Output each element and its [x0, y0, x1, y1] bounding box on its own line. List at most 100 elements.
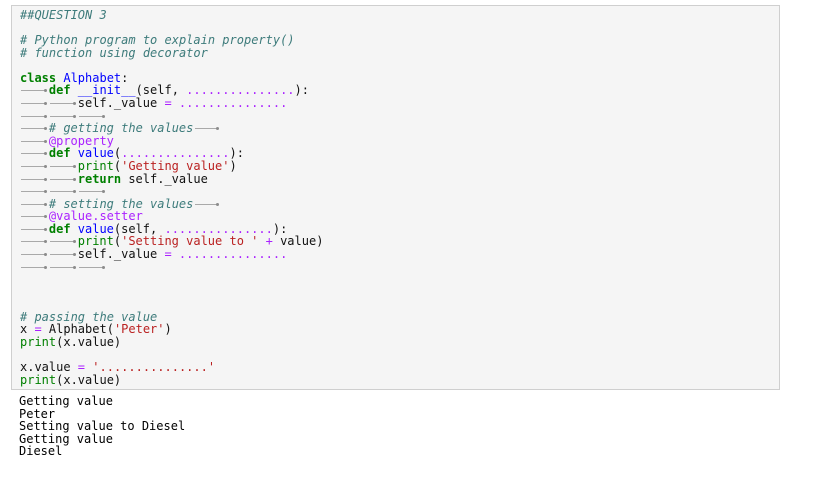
code-text: x.value = '...............': [20, 360, 215, 374]
code-token: def: [48, 221, 78, 236]
output-line: Diesel: [19, 444, 63, 459]
code-token: ...............: [164, 221, 273, 236]
code-text: def __init__(self, ...............):: [20, 83, 309, 97]
tab-indent-marker: [49, 252, 76, 256]
code-token: x: [20, 322, 35, 337]
code-token: :: [121, 70, 129, 85]
code-line: [20, 185, 323, 198]
code-editor[interactable]: ##QUESTION 3 # Python program to explain …: [20, 9, 323, 386]
code-token: def: [48, 146, 78, 161]
code-line: def value(self, ...............):: [20, 223, 323, 236]
code-token: (self,: [113, 221, 165, 236]
code-line: @value.setter: [20, 210, 323, 223]
code-token: ...............: [178, 246, 288, 261]
code-token: # getting the values: [48, 121, 194, 136]
code-token: __init__: [77, 83, 136, 98]
code-token: 'Setting value to ': [121, 234, 259, 249]
tab-indent-marker: [21, 114, 47, 118]
code-token: (self,: [135, 83, 187, 98]
code-token: [172, 247, 179, 261]
tab-indent-marker: [21, 177, 47, 181]
code-token: @value.setter: [48, 209, 143, 224]
output-line: Peter: [19, 406, 56, 421]
code-token: value: [77, 146, 114, 161]
code-text: class Alphabet:: [20, 71, 128, 85]
code-line: x = Alphabet('Peter'): [20, 323, 323, 336]
tab-indent-marker: [21, 152, 47, 156]
tab-indent-marker: [21, 139, 47, 143]
code-line: # Python program to explain property(): [20, 34, 323, 47]
tab-indent-marker: [21, 89, 47, 93]
code-token: ): [164, 322, 172, 337]
code-token: # passing the value: [20, 309, 158, 324]
code-cell[interactable]: ##QUESTION 3 # Python program to explain …: [11, 5, 780, 390]
code-text: print(x.value): [20, 373, 121, 387]
tab-indent-marker: [49, 164, 76, 168]
code-line: return self._value: [20, 172, 323, 186]
code-text: print(x.value): [20, 335, 121, 349]
code-token: self._value: [77, 96, 165, 111]
code-token: ): [229, 158, 237, 173]
code-token: # setting the values: [48, 196, 194, 211]
code-text: def value(self, ...............):: [20, 222, 287, 236]
tab-indent-marker: [21, 215, 47, 219]
code-token: class: [20, 70, 64, 85]
code-text: # passing the value: [20, 310, 157, 324]
code-line: [20, 286, 323, 299]
code-token: value): [272, 234, 324, 249]
code-text: print('Setting value to ' + value): [20, 234, 324, 249]
tab-indent-marker: [21, 102, 47, 106]
tab-indent-marker: [49, 240, 76, 244]
code-line: [20, 273, 323, 286]
tab-indent-marker: [78, 114, 105, 118]
tab-indent-marker: [21, 252, 47, 256]
tab-indent-marker: [49, 114, 76, 118]
output-line: Setting value to Diesel: [19, 419, 186, 434]
code-text: @value.setter: [20, 209, 143, 223]
code-line: print(x.value): [20, 336, 323, 349]
code-text: print('Getting value'): [20, 159, 237, 173]
code-token: print: [20, 372, 57, 387]
code-token: +: [265, 234, 273, 249]
code-token: Alphabet(: [41, 322, 114, 337]
tab-indent-marker: [21, 164, 47, 168]
tab-indent-marker: [49, 190, 76, 194]
tab-indent-marker: [49, 102, 76, 106]
code-line: @property: [20, 134, 323, 148]
code-token: ...............: [121, 146, 230, 161]
code-token: (: [113, 234, 122, 249]
code-line: print(x.value): [20, 373, 323, 387]
tab-indent-marker: [21, 202, 47, 206]
code-text: x = Alphabet('Peter'): [20, 322, 172, 336]
code-token: [172, 96, 179, 110]
code-line: # setting the values: [20, 196, 323, 211]
code-token: return: [77, 171, 129, 186]
code-token: '...............': [92, 360, 216, 375]
code-text: # setting the values: [20, 196, 194, 211]
code-text: # getting the values: [20, 121, 194, 136]
tab-indent-marker: [78, 190, 105, 194]
code-line: # getting the values: [20, 122, 323, 135]
code-token: print: [77, 158, 114, 173]
code-token: ):: [272, 221, 288, 236]
code-text: self._value = ...............: [20, 246, 288, 261]
tab-trailing-marker: [195, 127, 220, 131]
code-text: return self._value: [20, 172, 208, 186]
tab-indent-marker: [49, 177, 76, 181]
code-text: ##QUESTION 3: [20, 8, 107, 22]
code-token: ):: [229, 146, 244, 161]
code-line: [20, 110, 323, 123]
code-token: self._value: [128, 171, 208, 186]
code-token: def: [48, 83, 78, 98]
code-text: def value(...............):: [20, 146, 244, 160]
code-token: # Python program to explain property(): [20, 33, 295, 48]
code-line: # function using decorator: [20, 46, 323, 60]
tab-trailing-marker: [195, 202, 220, 206]
output-line: Getting value: [19, 431, 113, 446]
code-token: (x.value): [56, 335, 122, 350]
code-text: self._value = ...............: [20, 96, 288, 111]
code-line: ##QUESTION 3: [20, 9, 323, 22]
code-token: value: [77, 221, 114, 236]
code-token: print: [77, 234, 114, 249]
